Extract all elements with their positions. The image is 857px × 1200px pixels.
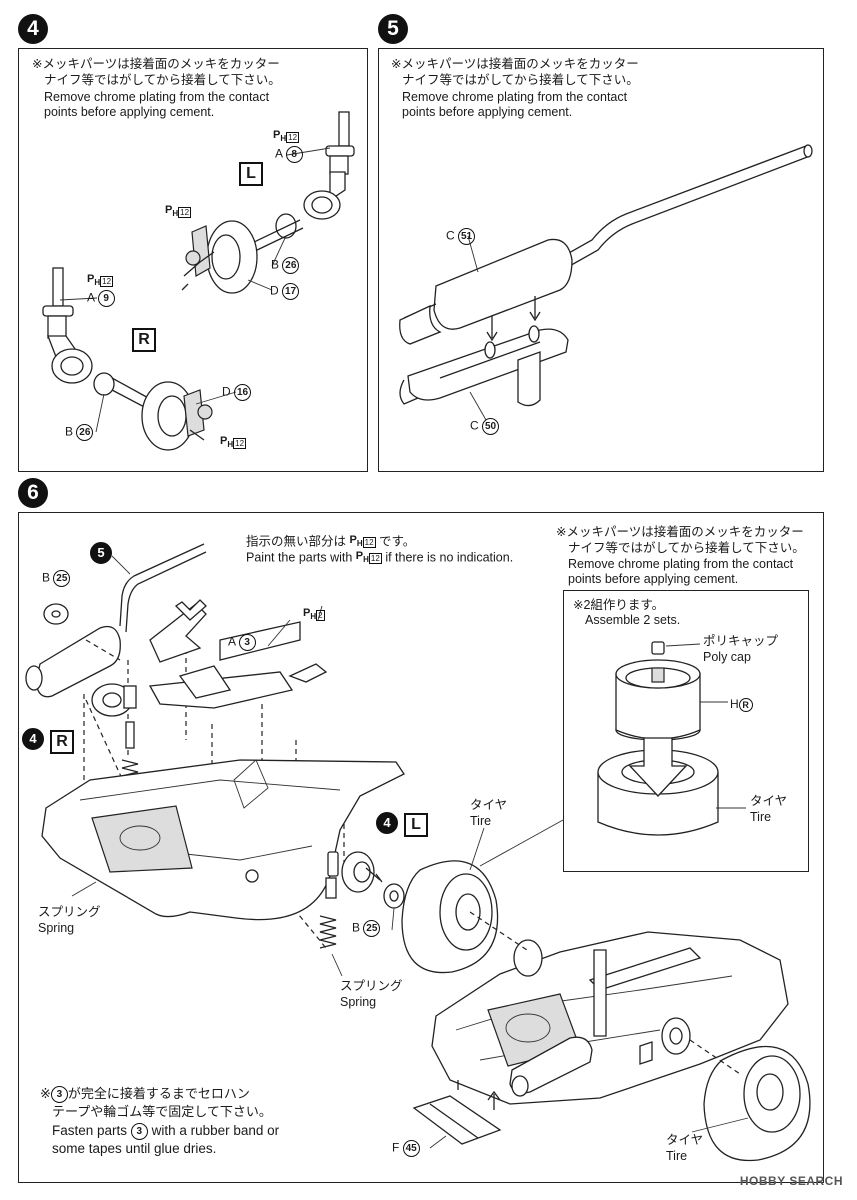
step-6-label-b25-l: B 25 (352, 920, 381, 937)
step-4-note-en-1: Remove chrome plating from the contact (44, 90, 270, 104)
step-6-tire-left-en: Tire (470, 814, 492, 828)
step-6-polycap-jp: ポリキャップ (703, 634, 779, 648)
step-6-spring-left-en: Spring (38, 921, 75, 935)
step-4-label-a9: A 9 (87, 290, 115, 307)
step-6-side-r: R (50, 730, 74, 754)
step-6-badge: 6 (18, 478, 48, 508)
step-6-label-a3: A 3 (228, 634, 256, 651)
step-6-note-jp-1: ※メッキパーツは接着面のメッキをカッター (556, 525, 804, 539)
step-5-panel (378, 48, 824, 472)
step-4-note-en-2: points before applying cement. (44, 105, 215, 119)
step-6-note-jp-2: ナイフ等ではがしてから接着して下さい。 (568, 541, 805, 555)
step-4-side-r: R (132, 328, 156, 352)
step-4-note-jp-2: ナイフ等ではがしてから接着して下さい。 (44, 73, 281, 87)
step-5-note-en-2: points before applying cement. (402, 105, 573, 119)
step-6-spring-mid-jp: スプリング (340, 979, 403, 993)
step-4-note-jp-1: ※メッキパーツは接着面のメッキをカッター (32, 57, 280, 71)
step-6-ref-step5: 5 (90, 542, 112, 564)
step-5-label-c50: C 50 (470, 418, 500, 435)
step-6-subpanel-tire-jp: タイヤ (750, 794, 788, 808)
step-6-note-en-1: Remove chrome plating from the contact (568, 557, 794, 571)
step-6-side-l: L (404, 813, 428, 837)
step-6-ref-step4-r: 4 (22, 728, 44, 750)
step-6-bottom-en-1: Fasten parts 3 with a rubber band or (52, 1123, 280, 1140)
step-6-bottom-jp-2: テープや輪ゴム等で固定して下さい。 (52, 1104, 272, 1119)
step-6-ref-step4-l: 4 (376, 812, 398, 834)
step-6-sets-jp: ※2組作ります。 (573, 598, 665, 612)
step-4-badge: 4 (18, 14, 48, 44)
step-4-label-a8: A 8 (275, 146, 303, 163)
step-4-label-d16: D 16 (222, 384, 252, 401)
step-4-label-b26-r: B 26 (65, 424, 94, 441)
step-4-label-d17: D 17 (270, 283, 300, 300)
step-6-subpanel-tire-en: Tire (750, 810, 772, 824)
step-5-note-jp-1: ※メッキパーツは接着面のメッキをカッター (391, 57, 639, 71)
step-6-note-en-2: points before applying cement. (568, 572, 739, 586)
step-6-label-f45: F 45 (392, 1140, 420, 1157)
step-6-tire-left-jp: タイヤ (470, 798, 508, 812)
step-5-badge: 5 (378, 14, 408, 44)
step-6-spring-mid-en: Spring (340, 995, 377, 1009)
step-5-note-en-1: Remove chrome plating from the contact (402, 90, 628, 104)
step-4-label-b26-l: B 26 (271, 257, 300, 274)
step-5-note-jp-2: ナイフ等ではがしてから接着して下さい。 (402, 73, 639, 87)
step-6-polycap-en: Poly cap (703, 650, 751, 664)
step-6-tire-right-jp: タイヤ (666, 1133, 704, 1147)
step-6-sets-en: Assemble 2 sets. (585, 613, 681, 627)
step-4-side-l: L (239, 162, 263, 186)
step-6-label-b25-top: B 25 (42, 570, 71, 587)
step-5-label-c51: C 51 (446, 228, 476, 245)
watermark: HOBBY SEARCH (739, 1174, 843, 1188)
step-6-bottom-en-2: some tapes until glue dries. (52, 1141, 217, 1156)
step-6-spring-left-jp: スプリング (38, 905, 101, 919)
step-6-tire-right-en: Tire (666, 1149, 688, 1163)
